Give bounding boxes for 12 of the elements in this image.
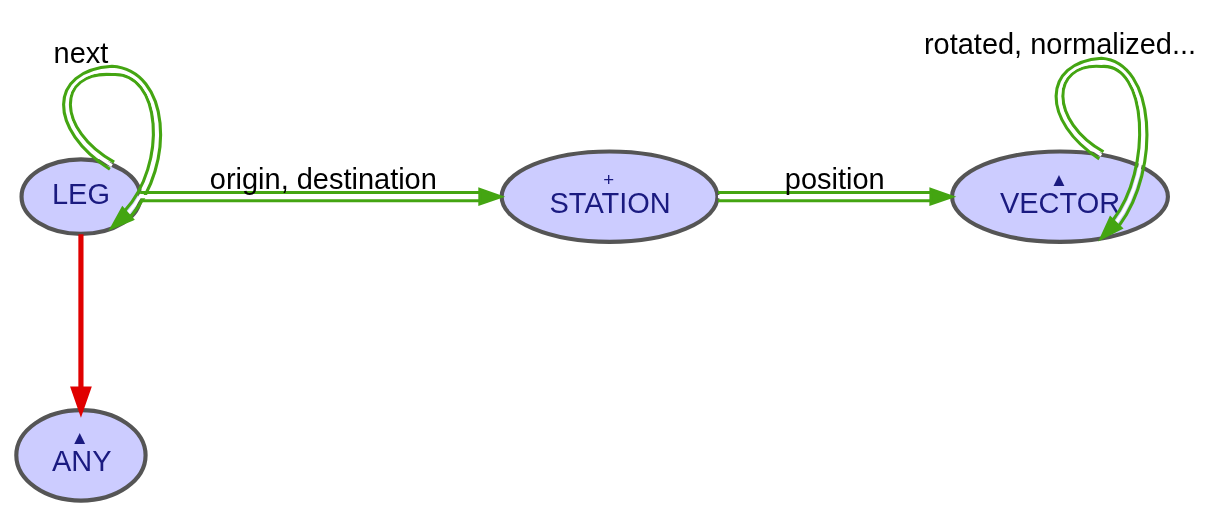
arrow bbox=[140, 186, 506, 206]
arrow bbox=[62, 64, 162, 231]
edge-label: next bbox=[53, 36, 109, 69]
edge-label: origin, destination bbox=[209, 162, 437, 195]
edge-label: position bbox=[784, 162, 885, 195]
node-ellipse: ▲ ANY bbox=[14, 407, 148, 503]
arrow bbox=[1054, 56, 1149, 241]
node-ellipse: LEG bbox=[19, 156, 143, 236]
arrow bbox=[70, 233, 92, 418]
edge-label: rotated, normalized... bbox=[923, 27, 1197, 60]
node-ellipse: + STATION bbox=[499, 148, 720, 244]
arrow bbox=[717, 186, 957, 206]
